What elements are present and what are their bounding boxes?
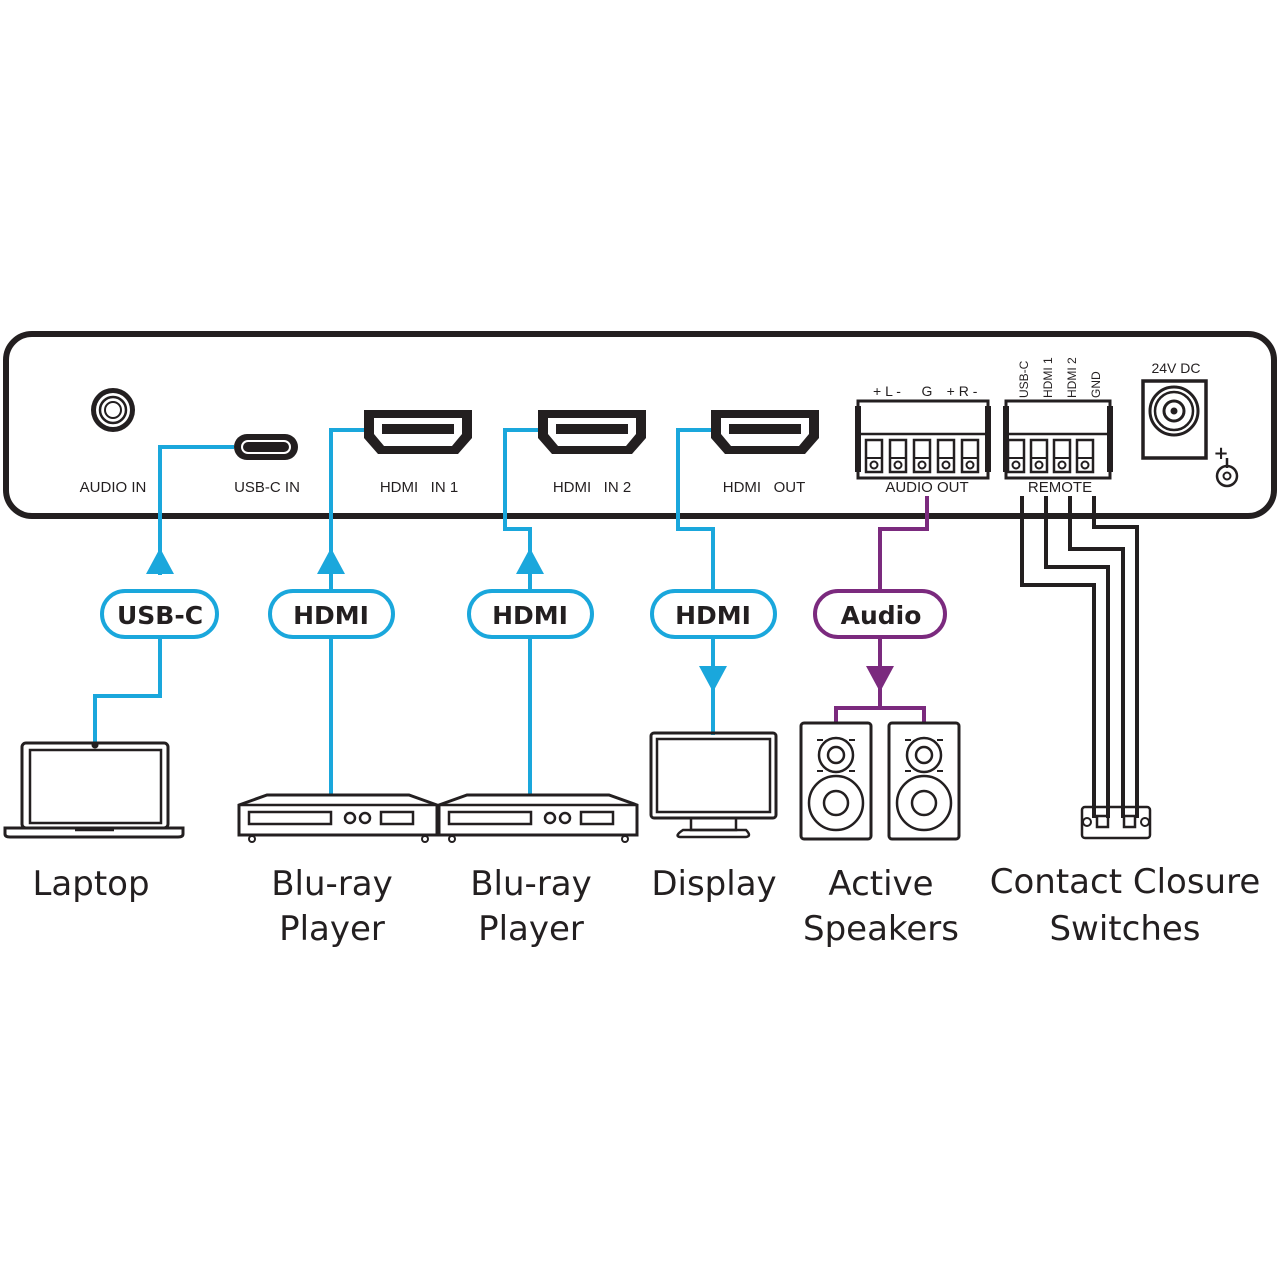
- hdmi-in2-pill: HDMI: [467, 589, 594, 639]
- svg-text:+: +: [1213, 443, 1228, 464]
- device-label-laptop: Laptop: [32, 864, 149, 904]
- device-label-bluray-2-line1: Blu-ray: [470, 864, 592, 904]
- device-label-switches-line1: Contact Closure: [990, 862, 1261, 902]
- hdmi-out-arrow-down-icon: [699, 666, 727, 692]
- audio-out-pin-right: + R -: [947, 383, 978, 399]
- device-label-speakers-line1: Active: [828, 864, 933, 904]
- hdmi-in1-port-icon: [364, 410, 472, 454]
- hdmi-out-port-icon: [711, 410, 819, 454]
- bluray-player-2-icon: [437, 793, 639, 844]
- audio-pill: Audio: [813, 589, 947, 639]
- hdmi-in1-pill: HDMI: [268, 589, 395, 639]
- hdmi-in2-port-icon: [538, 410, 646, 454]
- remote-pin-usbc: USB-C: [1017, 360, 1031, 398]
- power-label: 24V DC: [1151, 360, 1200, 376]
- svg-text:HDMI: HDMI: [492, 601, 568, 630]
- remote-label: REMOTE: [1028, 479, 1092, 496]
- power-polarity-icon: +: [1213, 443, 1239, 488]
- contact-closure-switch-icon: [1080, 805, 1152, 840]
- device-label-bluray-2-line2: Player: [478, 909, 584, 949]
- audio-in-jack-icon: [91, 388, 135, 432]
- hdmi-out-label: HDMI OUT: [723, 479, 806, 496]
- display-icon: [649, 731, 778, 839]
- device-label-bluray-1-line1: Blu-ray: [271, 864, 393, 904]
- remote-pin-hdmi1: HDMI 1: [1041, 357, 1055, 398]
- remote-pin-gnd: GND: [1089, 371, 1103, 398]
- audio-in-label: AUDIO IN: [80, 479, 147, 496]
- device-label-switches-line2: Switches: [1049, 909, 1200, 949]
- audio-cable-line: [878, 496, 929, 592]
- speaker-left-icon: [799, 721, 873, 841]
- remote-terminal-icon: [1003, 399, 1113, 480]
- remote-pin-hdmi2: HDMI 2: [1065, 357, 1079, 398]
- audio-out-pin-ground: G: [922, 383, 933, 399]
- usb-c-cable-line: [158, 445, 234, 575]
- audio-out-label: AUDIO OUT: [885, 479, 968, 496]
- bluray-player-1-icon: [237, 793, 439, 844]
- svg-text:Audio: Audio: [841, 601, 922, 630]
- audio-arrow-down-icon: [866, 666, 894, 692]
- hdmi-in1-arrow-up-icon: [317, 548, 345, 574]
- usb-c-in-label: USB-C IN: [234, 479, 300, 496]
- usb-c-cable-lower: [93, 638, 162, 744]
- audio-out-pin-left: + L -: [873, 383, 901, 399]
- device-label-speakers-line2: Speakers: [803, 909, 959, 949]
- hdmi-out-pill: HDMI: [650, 589, 777, 639]
- hdmi-in1-cable-line: [329, 428, 364, 592]
- power-jack-icon: [1141, 379, 1208, 460]
- hdmi-in1-label: HDMI IN 1: [380, 479, 458, 496]
- hdmi-in2-arrow-up-icon: [516, 548, 544, 574]
- remote-wires: [1020, 496, 1139, 818]
- hdmi-in2-label: HDMI IN 2: [553, 479, 631, 496]
- device-rear-panel: [3, 331, 1277, 519]
- device-label-bluray-1-line2: Player: [279, 909, 385, 949]
- usb-c-arrow-up-icon: [146, 548, 174, 574]
- device-label-display: Display: [651, 864, 776, 904]
- svg-text:USB-C: USB-C: [117, 601, 203, 630]
- laptop-icon: [3, 741, 185, 839]
- audio-out-terminal-icon: [855, 399, 991, 480]
- hdmi-out-cable-line: [676, 428, 715, 592]
- speaker-right-icon: [887, 721, 961, 841]
- svg-text:HDMI: HDMI: [675, 601, 751, 630]
- usb-c-port-icon: [234, 434, 298, 460]
- svg-text:HDMI: HDMI: [293, 601, 369, 630]
- usb-c-pill: USB-C: [100, 589, 219, 639]
